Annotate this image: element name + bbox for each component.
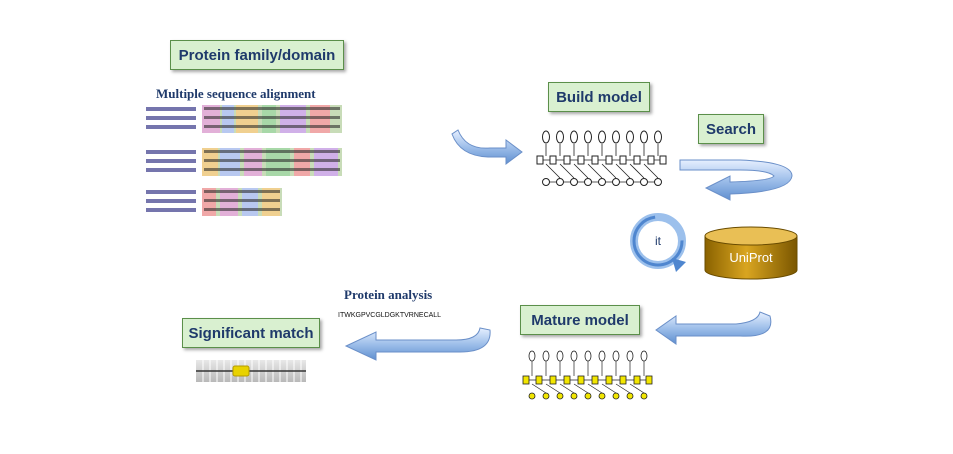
mature-arrow-icon bbox=[655, 311, 772, 345]
database-cylinder-icon bbox=[704, 226, 798, 280]
curved-arrow-icon bbox=[451, 129, 523, 165]
iterate-label: it bbox=[655, 234, 662, 248]
search-box: Search bbox=[698, 114, 764, 144]
msa-block-3 bbox=[146, 188, 282, 216]
search-arrow-icon bbox=[679, 159, 793, 201]
build-model-box: Build model bbox=[548, 82, 650, 112]
query-sequence: ITWKGPVCGLDGKTVRNECALL bbox=[338, 312, 442, 319]
mature-insert-states bbox=[528, 350, 648, 362]
msa-block-2 bbox=[146, 148, 342, 176]
hmm-build-model bbox=[536, 130, 667, 186]
significant-match-box: Significant match bbox=[182, 318, 320, 348]
iterate-cycle-icon bbox=[630, 213, 686, 272]
protein-family-box: Protein family/domain bbox=[170, 40, 344, 70]
protein-analysis-heading: Protein analysis bbox=[344, 287, 433, 302]
msa-heading: Multiple sequence alignment bbox=[156, 86, 316, 101]
mature-model-box: Mature model bbox=[520, 305, 640, 335]
msa-block bbox=[146, 105, 342, 216]
mature-transitions bbox=[529, 361, 646, 394]
hmm-insert-states bbox=[542, 130, 662, 144]
significant-match-track bbox=[196, 360, 306, 382]
hmm-transitions bbox=[543, 144, 660, 183]
result-arrow-icon bbox=[344, 327, 491, 361]
hmm-mature-model bbox=[522, 350, 653, 400]
hmm-delete-states bbox=[542, 178, 662, 186]
msa-block-1 bbox=[146, 105, 342, 133]
mature-delete-states bbox=[528, 392, 648, 400]
match-hit bbox=[232, 365, 250, 377]
database-label: UniProt bbox=[729, 250, 773, 265]
